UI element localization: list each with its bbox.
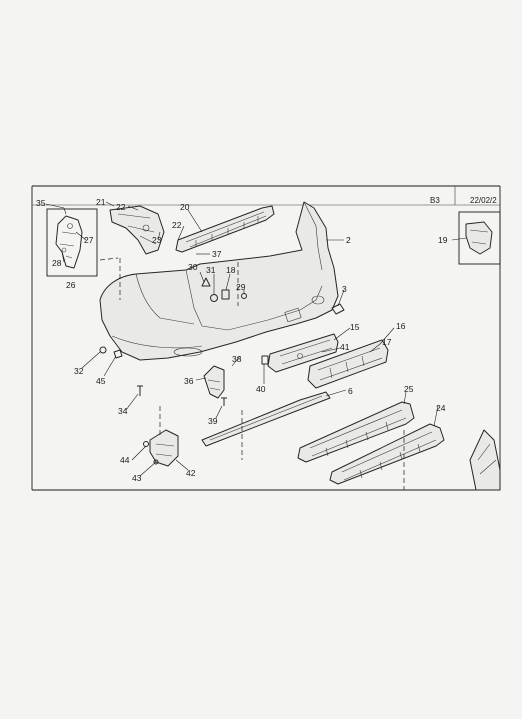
callout-41: 41 — [340, 342, 350, 352]
callout-42: 42 — [186, 468, 196, 478]
part-42-lower-bracket — [143, 429, 179, 467]
callout-32: 32 — [74, 366, 84, 376]
callout-22: 22 — [116, 202, 126, 212]
part-3-clip — [331, 303, 345, 315]
inset-box-19 — [458, 211, 501, 265]
part-side-cover-right — [469, 429, 501, 491]
part-20-upper-rail — [175, 205, 275, 253]
part-24-lower-beam — [329, 423, 445, 485]
callout-3: 3 — [342, 284, 347, 294]
inset-box-bracket — [46, 208, 98, 277]
callout-35: 35 — [36, 198, 46, 208]
part-34-screw — [137, 385, 143, 396]
callout-23: 23 — [152, 235, 162, 245]
callout-40: 40 — [256, 384, 266, 394]
callout-31: 31 — [206, 265, 216, 275]
part-2-bumper-cover — [99, 201, 339, 361]
callout-26: 26 — [66, 280, 76, 290]
callout-27: 27 — [84, 235, 94, 245]
part-19-clip — [465, 221, 493, 255]
callout-37: 37 — [212, 249, 222, 259]
part-32-45-fasteners — [99, 346, 123, 359]
callout-45: 45 — [96, 376, 106, 386]
callout-18: 18 — [226, 265, 236, 275]
part-39-screw — [221, 397, 227, 406]
callout-34: 34 — [118, 406, 128, 416]
callout-21: 21 — [96, 197, 106, 207]
callout-6: 6 — [348, 386, 353, 396]
part-40-clip — [261, 355, 269, 365]
callout-43: 43 — [132, 473, 142, 483]
part-23-side-bracket — [109, 205, 165, 255]
leader-lines — [45, 201, 467, 477]
part-26-bracket — [55, 215, 83, 269]
callout-39: 39 — [208, 416, 218, 426]
callout-labels: 35 21 22 20 22 23 27 28 26 37 2 19 30 31… — [36, 197, 448, 483]
callout-16: 16 — [396, 321, 406, 331]
date-stamp: 22/02/2 — [470, 196, 497, 205]
callout-22b: 22 — [172, 220, 182, 230]
callout-29: 29 — [236, 282, 246, 292]
callout-44: 44 — [120, 455, 130, 465]
callout-20: 20 — [180, 202, 190, 212]
part-16-17-absorber — [307, 339, 389, 389]
callout-2: 2 — [346, 235, 351, 245]
part-25-lower-beam — [297, 401, 415, 463]
callout-19: 19 — [438, 235, 448, 245]
callout-38: 38 — [232, 354, 242, 364]
part-6-lower-trim — [201, 391, 331, 447]
callout-15: 15 — [350, 322, 360, 332]
part-15-reinforcement — [267, 333, 339, 373]
callout-17: 17 — [382, 337, 392, 347]
callout-25: 25 — [404, 384, 414, 394]
callout-24: 24 — [436, 403, 446, 413]
callout-28: 28 — [52, 258, 62, 268]
dash-line-6 — [99, 257, 119, 261]
callout-30: 30 — [188, 262, 198, 272]
callout-36: 36 — [184, 376, 194, 386]
section-code: B3 — [430, 196, 440, 205]
part-36-bracket — [203, 365, 225, 399]
